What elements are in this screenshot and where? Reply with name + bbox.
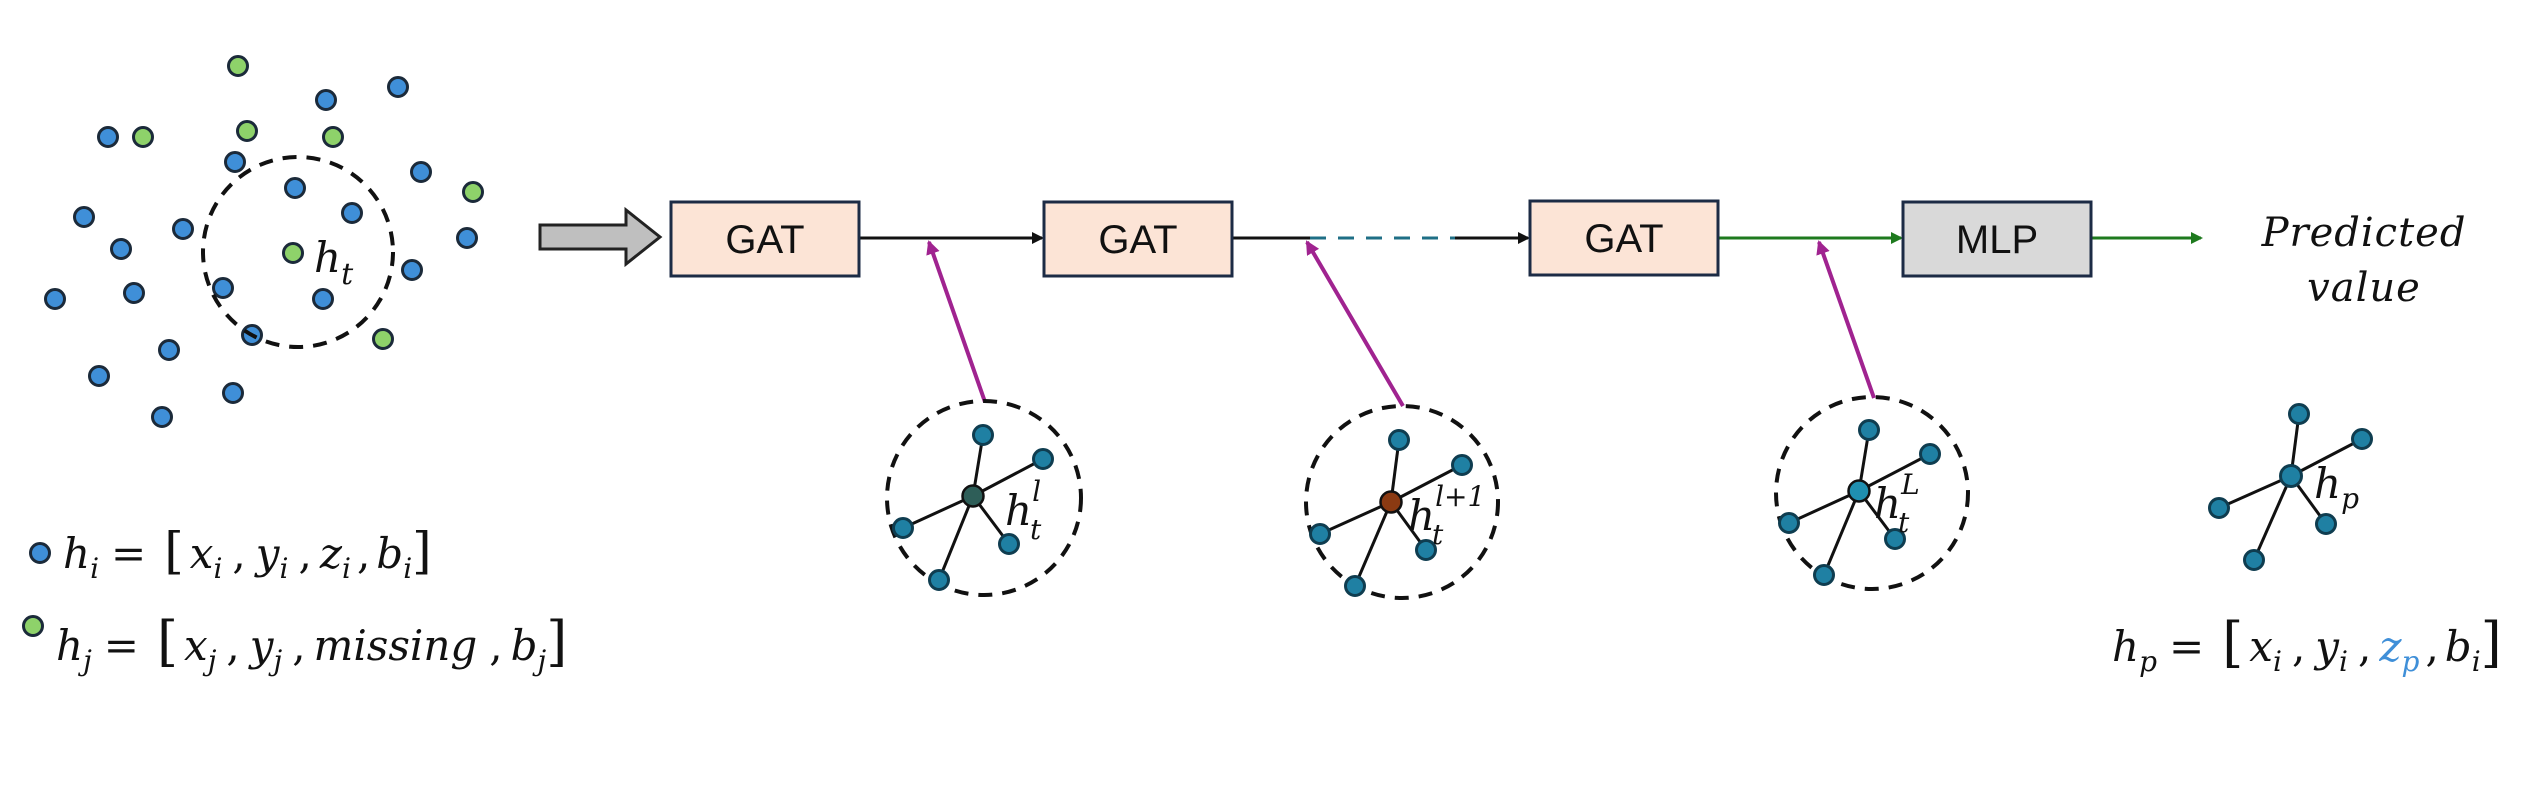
- predicted-node-label: hp: [2314, 459, 2359, 515]
- mlp-box-label: MLP: [1956, 218, 2038, 262]
- blue-node: [97, 126, 119, 148]
- input-arrow-icon: [538, 206, 663, 268]
- blue-node: [456, 227, 478, 249]
- green-node: [372, 328, 394, 350]
- graph-node: [2351, 428, 2373, 450]
- output-label-line1: Predicted: [2261, 210, 2467, 256]
- layer-2-dashed-circle: [1304, 404, 1500, 600]
- blue-node: [172, 218, 194, 240]
- green-node: [236, 120, 258, 142]
- graph-node: [892, 517, 914, 539]
- mlp-box: MLP: [1901, 200, 2093, 278]
- layer-3-arrow: [1816, 240, 1876, 399]
- gat-box-2: GAT: [1042, 200, 1234, 278]
- blue-node: [341, 202, 363, 224]
- blue-node: [73, 206, 95, 228]
- graph-node: [998, 533, 1020, 555]
- green-nodes: [132, 55, 484, 350]
- blue-node: [315, 89, 337, 111]
- blue-node: [44, 288, 66, 310]
- point-cloud: ht: [44, 55, 484, 428]
- blue-node: [151, 406, 173, 428]
- blue-node: [88, 365, 110, 387]
- green-node: [282, 242, 304, 264]
- blue-node: [387, 76, 409, 98]
- blue-node: [110, 238, 132, 260]
- layer-1-dashed-circle: [885, 399, 1083, 597]
- gat-box-1-label: GAT: [725, 218, 804, 262]
- graph-node: [972, 424, 994, 446]
- gat-box-3-label: GAT: [1584, 217, 1663, 261]
- graph-node: [1309, 523, 1331, 545]
- blue-node-legend-icon: [29, 542, 51, 564]
- green-node: [227, 55, 249, 77]
- layer-3-dashed-circle: [1774, 395, 1970, 591]
- graph-node: [1778, 512, 1800, 534]
- output-label-line2: value: [2307, 265, 2421, 311]
- graph-node: [2208, 497, 2230, 519]
- graph-node: [1813, 564, 1835, 586]
- blue-node: [158, 339, 180, 361]
- predicted-center-node: [2279, 464, 2303, 488]
- neighborhood-circle: [201, 155, 395, 349]
- predicted-node-graph: hp: [2208, 403, 2373, 571]
- blue-node: [401, 259, 423, 281]
- blue-node: [312, 288, 334, 310]
- equation-blue-text: hi=[xi,yi,zi,bi]: [63, 522, 432, 585]
- layer-2-arrow: [1305, 240, 1405, 408]
- equation-predicted-text: hp=[xi,yi,zp,bi]: [2112, 611, 2502, 678]
- center-node: [1379, 490, 1403, 514]
- equation-green-text: hj=[xj,yj,missing,bj]: [56, 610, 567, 677]
- green-node: [132, 126, 154, 148]
- graph-node: [2288, 403, 2310, 425]
- graph-node: [1388, 429, 1410, 451]
- graph-node: [1919, 443, 1941, 465]
- pipeline: GAT GAT GAT MLP Predicted value: [669, 199, 2467, 311]
- equation-blue: hi=[xi,yi,zi,bi]: [29, 522, 432, 585]
- blue-node: [222, 382, 244, 404]
- center-node: [961, 484, 985, 508]
- equation-green: hj=[xj,yj,missing,bj]: [22, 610, 567, 677]
- graph-node: [1451, 454, 1473, 476]
- graph-node: [2243, 549, 2265, 571]
- graph-node: [1858, 419, 1880, 441]
- graph-node: [2315, 513, 2337, 535]
- layer-1-arrow: [926, 240, 987, 403]
- blue-node: [284, 177, 306, 199]
- blue-node: [410, 161, 432, 183]
- blue-node: [123, 282, 145, 304]
- graph-node: [1032, 448, 1054, 470]
- green-node: [322, 126, 344, 148]
- blue-node: [224, 151, 246, 173]
- center-node: [1847, 479, 1871, 503]
- graph-node: [1884, 528, 1906, 550]
- graph-node: [1344, 575, 1366, 597]
- gat-box-1: GAT: [669, 200, 861, 278]
- gat-box-2-label: GAT: [1098, 218, 1177, 262]
- graph-node: [928, 569, 950, 591]
- cloud-center-label: ht: [314, 233, 354, 292]
- gat-box-3: GAT: [1528, 199, 1720, 277]
- blue-nodes: [44, 76, 478, 428]
- blue-node: [212, 277, 234, 299]
- equation-predicted: hp=[xi,yi,zp,bi]: [2112, 611, 2502, 678]
- green-node-legend-icon: [22, 615, 44, 637]
- graph-node: [1415, 539, 1437, 561]
- green-node: [462, 181, 484, 203]
